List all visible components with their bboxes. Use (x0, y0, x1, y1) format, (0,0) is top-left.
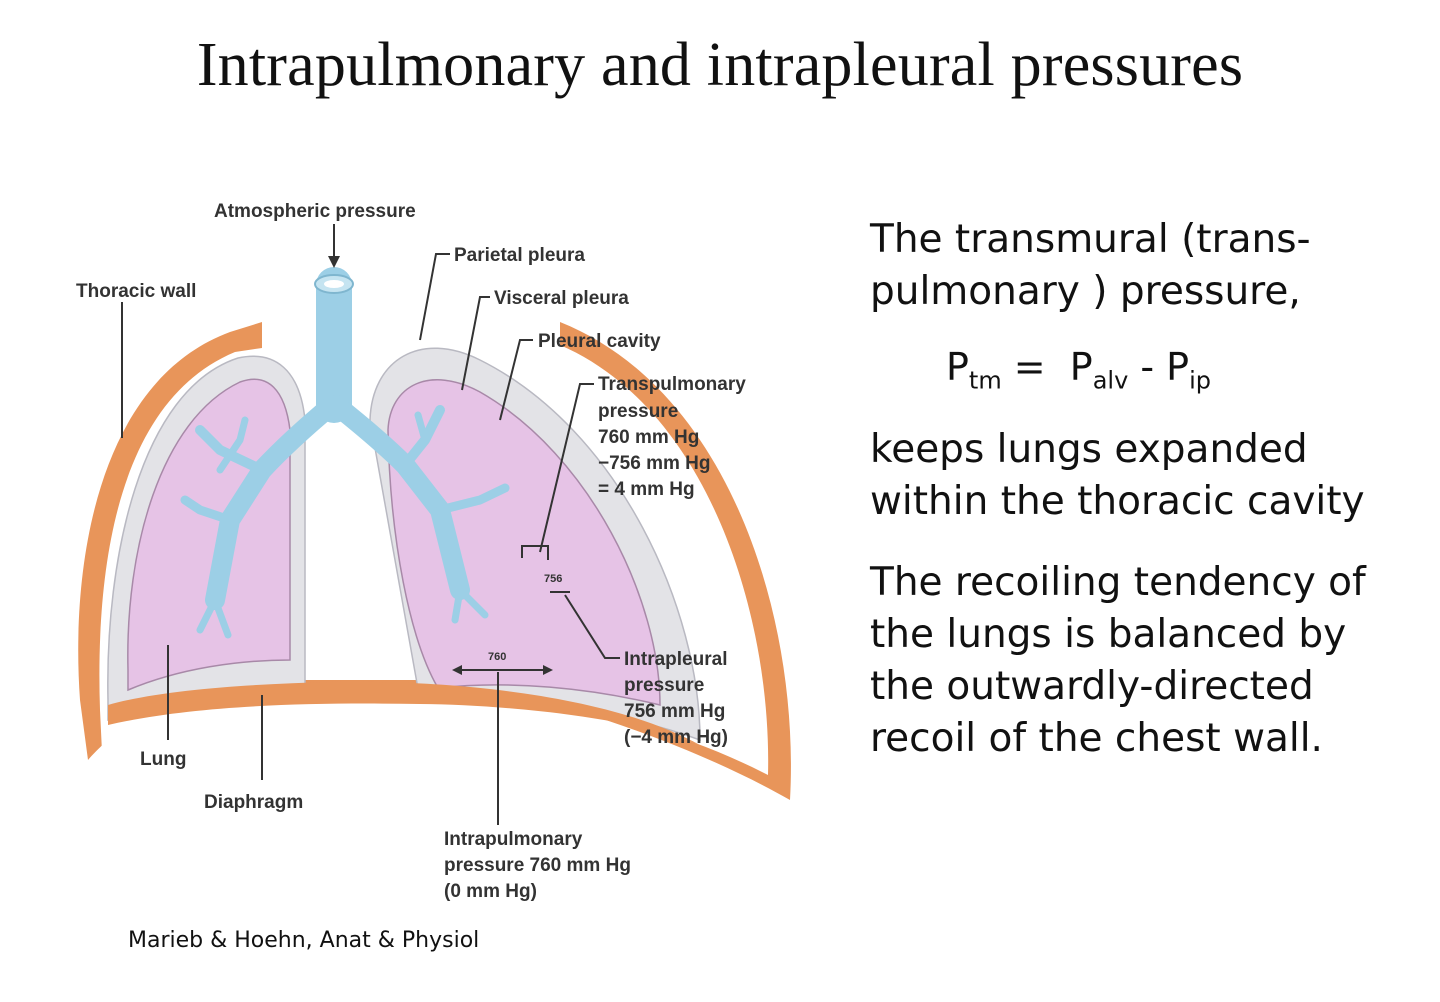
label-diaphragm: Diaphragm (204, 792, 303, 813)
diaphragm-shape (108, 681, 700, 745)
transmural-formula: Ptm = Palv - Pip (946, 345, 1211, 395)
label-transpulmonary-1: Transpulmonary (598, 374, 746, 395)
lung-left (127, 378, 291, 692)
label-intrapulmonary-1: Intrapulmonary (444, 829, 583, 850)
formula-alv: alv (1092, 366, 1129, 395)
label-intrapleural-1: Intrapleural (624, 649, 727, 670)
arrowhead-760-left (452, 665, 462, 675)
value-760: 760 (488, 651, 506, 663)
right-bronchus-branch (435, 483, 510, 515)
label-thoracic-wall: Thoracic wall (76, 281, 196, 302)
label-intrapulmonary-2: pressure 760 mm Hg (444, 855, 631, 876)
left-bronchus-branch (196, 416, 249, 639)
slide-title: Intrapulmonary and intrapleural pressure… (196, 31, 1244, 99)
label-transpulmonary-5: = 4 mm Hg (598, 479, 695, 500)
formula-ip: ip (1189, 366, 1211, 395)
transpulmonary-leader (539, 383, 594, 553)
label-intrapleural-2: pressure (624, 675, 704, 696)
label-transpulmonary-3: 760 mm Hg (598, 427, 699, 448)
label-lung: Lung (140, 749, 186, 770)
formula-minus: - (1128, 345, 1167, 389)
value-756: 756 (544, 573, 562, 585)
lung-right (387, 379, 661, 706)
label-transpulmonary-2: pressure (598, 401, 678, 422)
label-intrapleural-4: (−4 mm Hg) (624, 727, 728, 748)
leader-lines (121, 224, 620, 825)
intrapleural-leader (564, 594, 620, 659)
arrowhead-760-right (543, 665, 553, 675)
label-intrapulmonary-3: (0 mm Hg) (444, 881, 537, 902)
transpulmonary-bracket (521, 545, 549, 560)
lungs-expanded-text: keeps lungs expanded within the thoracic… (870, 427, 1365, 524)
label-pleural-cavity: Pleural cavity (538, 331, 661, 352)
formula-p3: P (1166, 345, 1190, 389)
formula-tm: tm (968, 366, 1002, 395)
right-bronchus-branch (414, 411, 489, 624)
source-credit: Marieb & Hoehn, Anat & Physiol (128, 928, 480, 953)
pleural-cavity-leader (499, 339, 533, 421)
formula-equals: = (1001, 345, 1070, 389)
atmospheric-arrowhead (328, 256, 340, 268)
label-visceral-pleura: Visceral pleura (494, 288, 629, 309)
label-atmospheric-pressure: Atmospheric pressure (214, 201, 416, 222)
label-intrapleural-3: 756 mm Hg (624, 701, 725, 722)
parietal-pleura-leader (419, 253, 450, 341)
label-transpulmonary-4: −756 mm Hg (598, 453, 710, 474)
label-parietal-pleura: Parietal pleura (454, 245, 585, 266)
transmural-pressure-text: The transmural (trans- pulmonary ) press… (870, 217, 1311, 314)
airway-tree (180, 267, 510, 639)
formula-p2: P (1069, 345, 1093, 389)
visceral-pleura-leader (461, 296, 490, 391)
formula-p: P (946, 345, 969, 389)
left-bronchus-branch (180, 495, 235, 525)
trachea-lumen (324, 280, 344, 288)
recoiling-text: The recoiling tendency of the lungs is b… (870, 560, 1366, 761)
left-bronchus-branch (195, 425, 267, 475)
